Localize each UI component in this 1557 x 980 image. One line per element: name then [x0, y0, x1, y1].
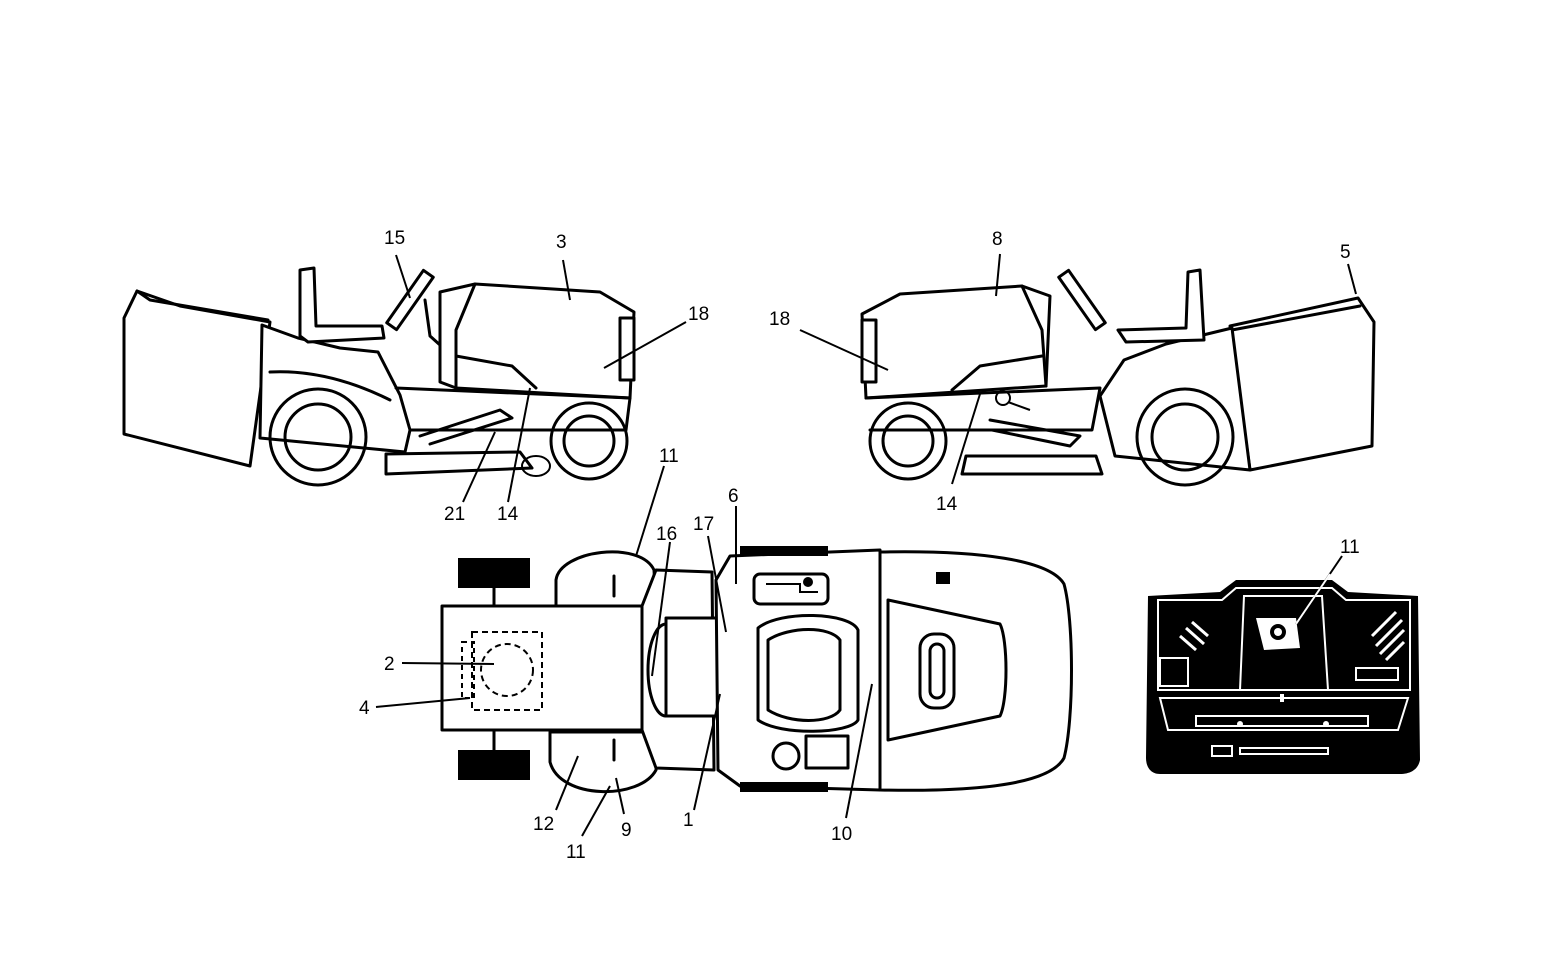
callout-11: 11: [566, 842, 586, 863]
callout-11: 11: [1340, 537, 1360, 558]
callout-17: 17: [693, 514, 714, 535]
callout-14: 14: [497, 504, 519, 525]
tractor-top-view: 2 4 11 16 17 6 12 11 9 1 10: [359, 446, 1073, 863]
callout-6: 6: [728, 486, 739, 507]
callout-16: 16: [656, 524, 677, 545]
callout-1: 1: [683, 810, 694, 831]
callout-18: 18: [769, 309, 790, 330]
callout-21: 21: [444, 504, 465, 525]
callout-2: 2: [384, 654, 395, 675]
callout-15: 15: [384, 228, 405, 249]
callout-3: 3: [556, 232, 567, 253]
callout-5: 5: [1340, 242, 1351, 263]
callout-18: 18: [688, 304, 709, 325]
tractor-right-side-view: 8 5 18 14: [769, 229, 1376, 515]
callout-12: 12: [533, 814, 554, 835]
callout-4: 4: [359, 698, 370, 719]
callout-10: 10: [831, 824, 852, 845]
callout-8: 8: [992, 229, 1003, 250]
tractor-left-side-view: 15 3 18 21 14: [122, 228, 709, 525]
callout-9: 9: [621, 820, 632, 841]
dash-panel-view: 11: [1146, 537, 1420, 774]
callout-14: 14: [936, 494, 958, 515]
callout-11: 11: [659, 446, 679, 467]
